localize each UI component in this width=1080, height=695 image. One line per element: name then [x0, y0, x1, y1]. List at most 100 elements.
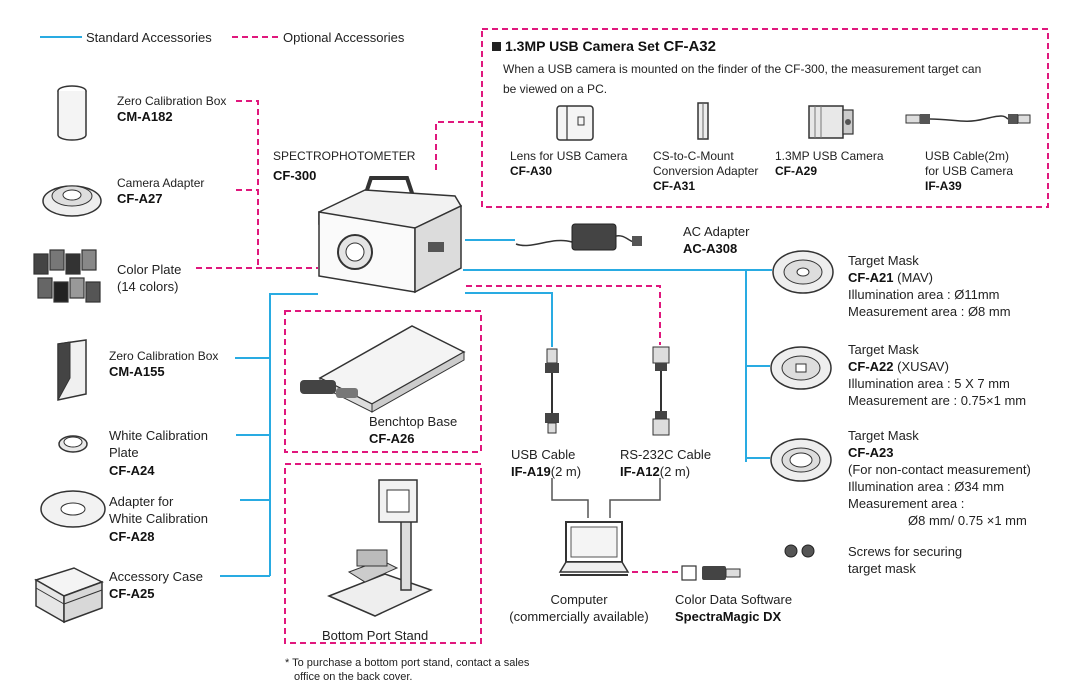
computer-usb-line [551, 478, 589, 518]
usb-camera-icon [808, 105, 854, 139]
camera-item-mount-model: CF-A31 [653, 179, 696, 193]
adapter-white-name2: White Calibration [109, 511, 208, 526]
zero-box-2-model: CM-A155 [109, 364, 165, 379]
computer-rs232c-line [609, 478, 661, 518]
benchtop-model: CF-A26 [369, 431, 415, 446]
zero-box-2-label: Zero Calibration Box CM-A155 [109, 349, 218, 379]
screws-icon [784, 544, 815, 558]
bottom-stand-box [284, 463, 482, 644]
lens-icon [556, 105, 594, 141]
rs232c-connector [466, 285, 661, 345]
screws-line2: target mask [848, 561, 916, 576]
camera-item-lens-name: Lens for USB Camera [510, 149, 628, 163]
adapter-white-model: CF-A28 [109, 529, 155, 544]
white-calibration-plate-icon [58, 435, 88, 453]
camera-set-model: CF-A32 [663, 38, 716, 55]
benchtop-box [284, 310, 482, 453]
zero-box-2-name: Zero Calibration Box [109, 349, 219, 363]
target-mask-2-icon [770, 346, 832, 390]
mask-1-name: Target Mask [848, 253, 919, 268]
zero-box-1-connector [236, 100, 259, 268]
target-mask-3-icon [770, 438, 832, 482]
ac-adapter-icon [515, 223, 642, 251]
computer-sub: (commercially available) [509, 609, 649, 624]
mask-2-line2: Measurement are : 0.75×1 mm [848, 393, 1027, 408]
color-plate-label: Color Plate (14 colors) [117, 261, 181, 295]
standard-connectors [220, 239, 772, 577]
mask-3-line2: Measurement area : [848, 496, 965, 511]
camera-item-lens: Lens for USB Camera CF-A30 [510, 149, 627, 179]
mask-3-name: Target Mask [848, 428, 919, 443]
footnote-line2: office on the back cover. [294, 671, 413, 683]
zero-box-1-name: Zero Calibration Box [117, 94, 227, 108]
screws-label: Screws for securing target mask [848, 543, 962, 577]
usb-cable-length: (2 m) [550, 464, 582, 479]
accessory-case-icon [34, 567, 104, 624]
camera-set-title-text: 1.3MP USB Camera Set [505, 38, 660, 54]
legend-standard-label: Standard Accessories [86, 30, 212, 45]
accessory-case-model: CF-A25 [109, 586, 155, 601]
camera-item-mount-name: CS-to-C-Mount [653, 149, 734, 163]
mask-3-sub: (For non-contact measurement) [848, 462, 1031, 477]
usb-cable-label: USB Cable IF-A19(2 m) [511, 446, 581, 480]
usb-cable-connector [465, 292, 553, 347]
mask-3-line1: Illumination area : Ø34 mm [848, 479, 1005, 494]
white-plate-label: White Calibration Plate CF-A24 [109, 427, 208, 479]
camera-item-lens-model: CF-A30 [510, 164, 553, 178]
mask-1-model: CF-A21 [848, 270, 894, 285]
mount-adapter-icon [697, 102, 709, 140]
ac-adapter-model: AC-A308 [683, 241, 738, 256]
mask-2-line1: Illumination area : 5 X 7 mm [848, 376, 1010, 391]
camera-set-connector [435, 121, 482, 170]
usb-cable-icon-center [545, 348, 559, 434]
usb-cable-icon [905, 114, 1031, 124]
white-plate-model: CF-A24 [109, 463, 155, 478]
computer-name: Computer [550, 592, 608, 607]
camera-adapter-name: Camera Adapter [117, 176, 205, 190]
camera-set-description-2: be viewed on a PC. [503, 82, 608, 96]
computer-label: Computer (commercially available) [497, 591, 661, 625]
footnote: * To purchase a bottom port stand, conta… [285, 656, 529, 684]
optional-connectors [196, 28, 1049, 644]
computer-connectors [551, 478, 661, 518]
mask-3-label: Target Mask CF-A23 (For non-contact meas… [848, 427, 1031, 529]
spectrophotometer-icon [318, 176, 463, 294]
ac-adapter-name: AC Adapter [683, 224, 750, 239]
ac-adapter-label: AC Adapter AC-A308 [683, 223, 750, 257]
camera-item-camera-model: CF-A29 [775, 164, 818, 178]
zero-calibration-box-1-icon [57, 85, 87, 141]
adapter-white-name: Adapter for [109, 494, 174, 509]
camera-item-camera: 1.3MP USB Camera CF-A29 [775, 149, 884, 179]
rs232c-name: RS-232C Cable [620, 447, 712, 462]
usb-dongle-icon [681, 565, 741, 581]
rs232c-model: IF-A12 [620, 464, 660, 479]
benchtop-name: Benchtop Base [369, 414, 458, 429]
white-plate-name: White Calibration [109, 428, 208, 443]
mask-2-variant: (XUSAV) [893, 359, 949, 374]
camera-item-mount-name2: Conversion Adapter [653, 164, 759, 178]
accessory-case-name: Accessory Case [109, 569, 203, 584]
software-model: SpectraMagic DX [675, 609, 782, 624]
mask-3-line3: Ø8 mm/ 0.75 ×1 mm [908, 513, 1027, 528]
camera-item-cable: USB Cable(2m) for USB Camera IF-A39 [925, 149, 1013, 194]
adapter-white-label: Adapter for White Calibration CF-A28 [109, 493, 208, 545]
color-plate-sub: (14 colors) [117, 279, 179, 294]
adapter-white-calibration-icon [40, 490, 106, 528]
mask-1-variant: (MAV) [893, 270, 933, 285]
legend-optional-label: Optional Accessories [283, 30, 405, 45]
computer-icon [558, 521, 630, 576]
mask-2-label: Target Mask CF-A22 (XUSAV) Illumination … [848, 341, 1026, 409]
zero-box-1-label: Zero Calibration Box CM-A182 [117, 94, 226, 124]
mask-1-line2: Measurement area : Ø8 mm [848, 304, 1011, 319]
usb-cable-model: IF-A19 [511, 464, 551, 479]
white-plate-name2: Plate [109, 445, 139, 460]
rs232c-length: (2 m) [659, 464, 691, 479]
camera-set-description-1: When a USB camera is mounted on the find… [503, 62, 982, 76]
accessory-case-label: Accessory Case CF-A25 [109, 568, 203, 602]
mask-2-model: CF-A22 [848, 359, 894, 374]
camera-item-cable-model: IF-A39 [925, 179, 962, 193]
zero-calibration-box-2-icon [57, 339, 87, 401]
main-name: SPECTROPHOTOMETER [273, 149, 416, 163]
mask-1-label: Target Mask CF-A21 (MAV) Illumination ar… [848, 252, 1011, 320]
